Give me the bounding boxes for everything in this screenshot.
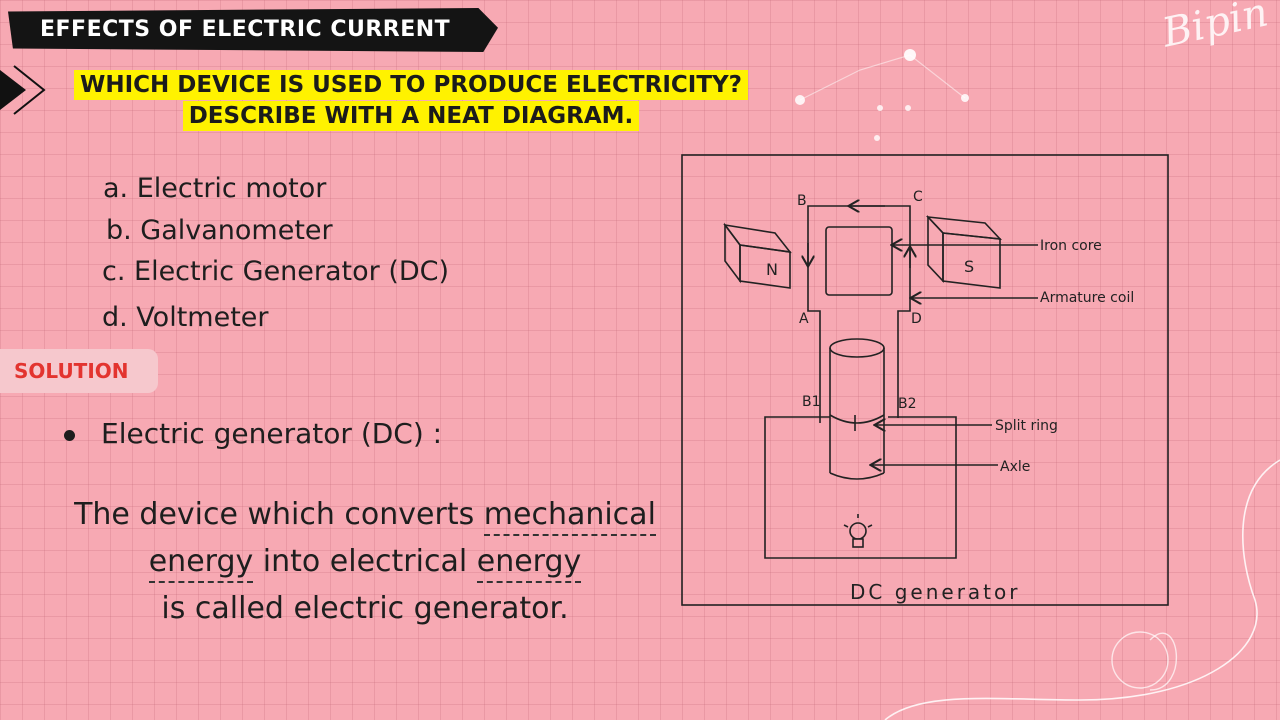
watermark: Bipin — [1158, 0, 1272, 57]
label-b1: B1 — [802, 394, 821, 410]
question-heading: WHICH DEVICE IS USED TO PRODUCE ELECTRIC… — [66, 70, 756, 132]
definition-part-3: is called electric generator. — [161, 591, 569, 626]
label-d: D — [911, 311, 922, 327]
underlined-energy-1: energy — [148, 544, 254, 583]
label-b2: B2 — [898, 396, 917, 412]
label-iron-core: Iron core — [1040, 238, 1102, 254]
underlined-energy-2: energy — [476, 544, 582, 583]
split-ring-line — [829, 414, 885, 424]
label-split-ring: Split ring — [995, 418, 1058, 434]
option-c[interactable]: c. Electric Generator (DC) — [102, 256, 450, 287]
diagram-frame — [681, 154, 1169, 606]
diagram-caption: DC generator — [850, 580, 1020, 604]
label-armature-coil: Armature coil — [1040, 290, 1134, 306]
solution-label: SOLUTION — [0, 349, 158, 393]
axle-bottom — [829, 472, 885, 480]
dc-generator-diagram: B C A D N S B1 B2 Iron core Armature coi… — [681, 154, 1169, 606]
option-a[interactable]: a. Electric motor — [103, 173, 327, 204]
label-a: A — [799, 311, 809, 327]
underlined-mechanical: mechanical — [483, 497, 656, 536]
iron-core — [825, 226, 893, 296]
north-magnet — [723, 222, 792, 289]
label-axle: Axle — [1000, 459, 1030, 475]
option-d[interactable]: d. Voltmeter — [102, 302, 269, 333]
light-bulb-icon — [843, 514, 873, 548]
topic-banner: EFFECTS OF ELECTRIC CURRENT — [8, 8, 498, 52]
question-line-2: DESCRIBE WITH A NEAT DIAGRAM. — [182, 101, 640, 132]
label-c: C — [913, 189, 923, 205]
label-s: S — [964, 257, 974, 276]
south-magnet — [925, 214, 1003, 289]
double-chevron-icon — [0, 65, 46, 115]
definition-text: The device which converts mechanical ene… — [55, 491, 675, 632]
option-b[interactable]: b. Galvanometer — [106, 215, 333, 246]
axle-top — [829, 338, 885, 358]
definition-part-2: into electrical — [262, 544, 468, 579]
label-b: B — [797, 193, 807, 209]
label-n: N — [766, 260, 778, 279]
bullet-icon — [64, 430, 75, 441]
definition-part-1: The device which converts — [74, 497, 475, 532]
question-line-1: WHICH DEVICE IS USED TO PRODUCE ELECTRIC… — [73, 70, 749, 100]
answer-text: Electric generator (DC) : — [101, 417, 443, 450]
